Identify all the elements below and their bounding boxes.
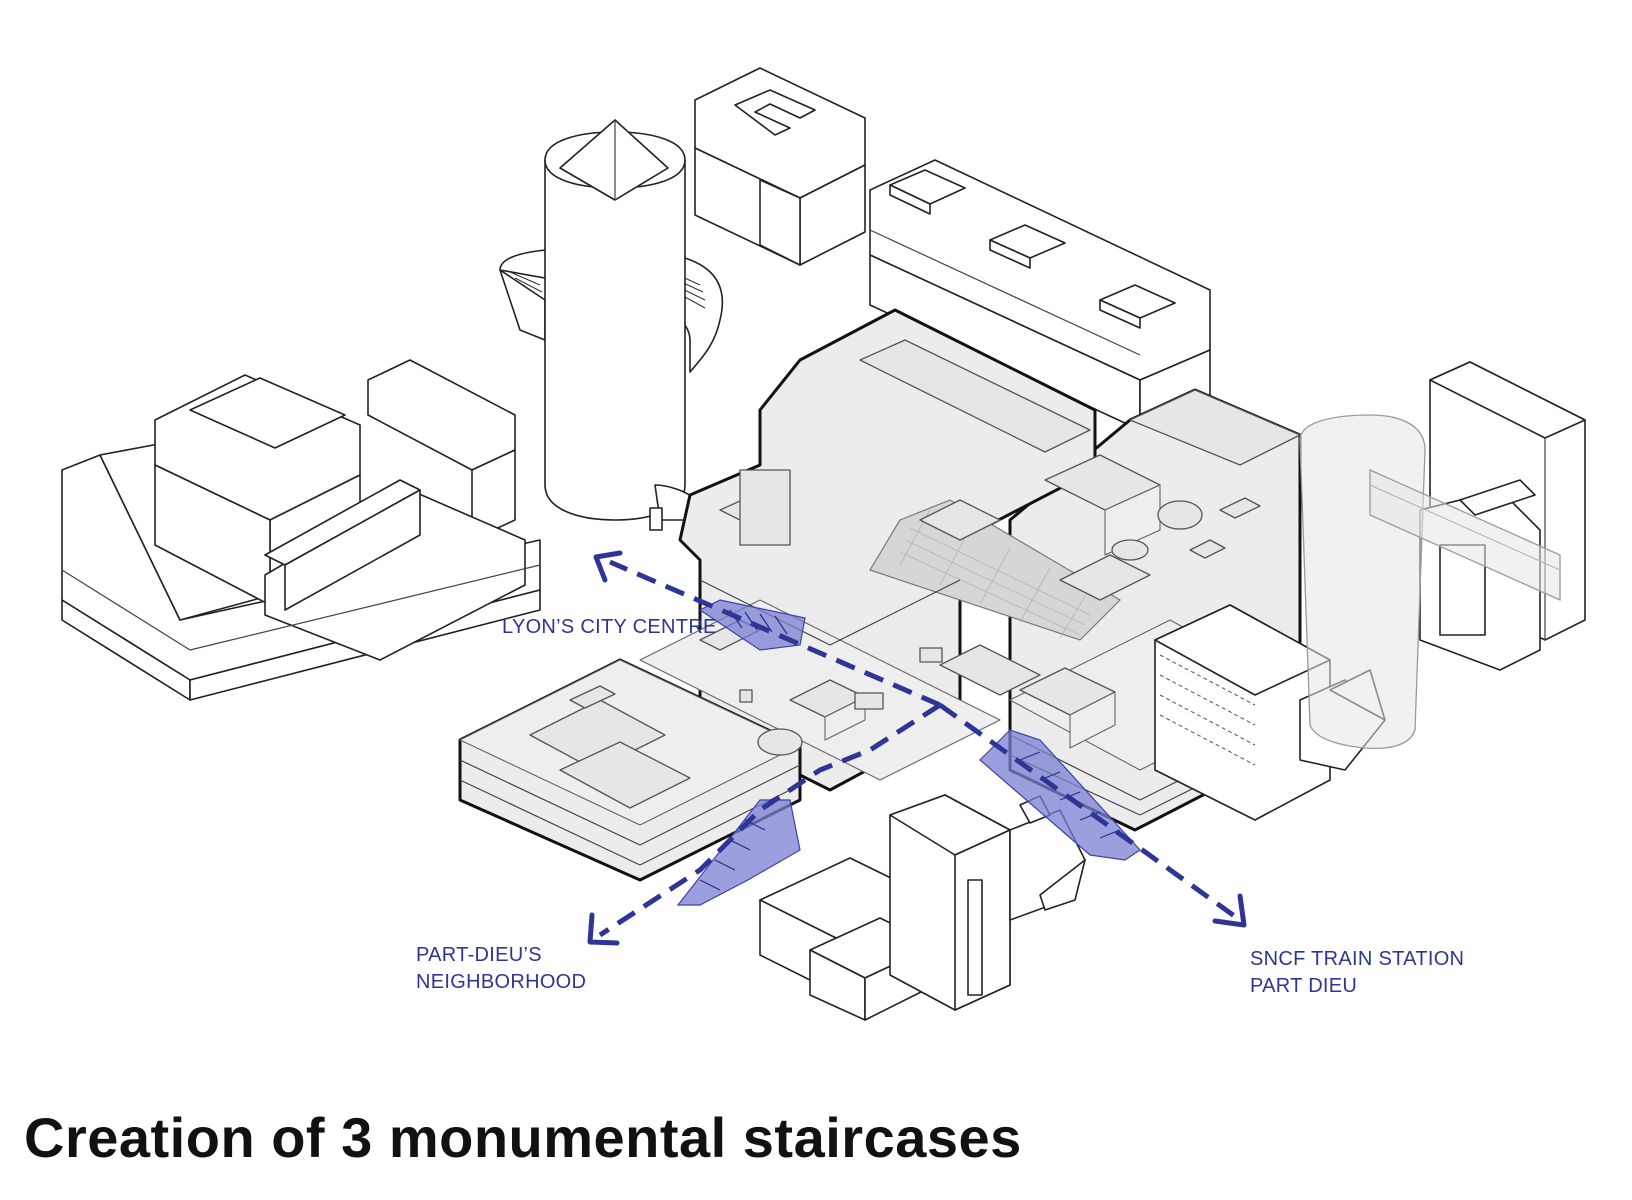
label-part-dieu-neighborhood: PART-DIEU’S NEIGHBORHOOD [416, 942, 586, 996]
dashed-arrow-icon [590, 915, 617, 943]
label-line: PART DIEU [1250, 973, 1464, 1000]
label-line: LYON’S CITY CENTRE [502, 614, 717, 641]
cylindrical-tower [500, 120, 722, 530]
label-line: PART-DIEU’S [416, 942, 586, 969]
label-line: NEIGHBORHOOD [416, 969, 586, 996]
label-lyon-city-centre: LYON’S CITY CENTRE [502, 614, 717, 641]
label-line: SNCF TRAIN STATION [1250, 946, 1464, 973]
label-sncf-station: SNCF TRAIN STATION PART DIEU [1250, 946, 1464, 1000]
page-caption: Creation of 3 monumental staircases [24, 1106, 1022, 1170]
left-building-complex [62, 360, 540, 700]
cube-tower [695, 68, 865, 265]
front-buildings [760, 795, 1085, 1020]
